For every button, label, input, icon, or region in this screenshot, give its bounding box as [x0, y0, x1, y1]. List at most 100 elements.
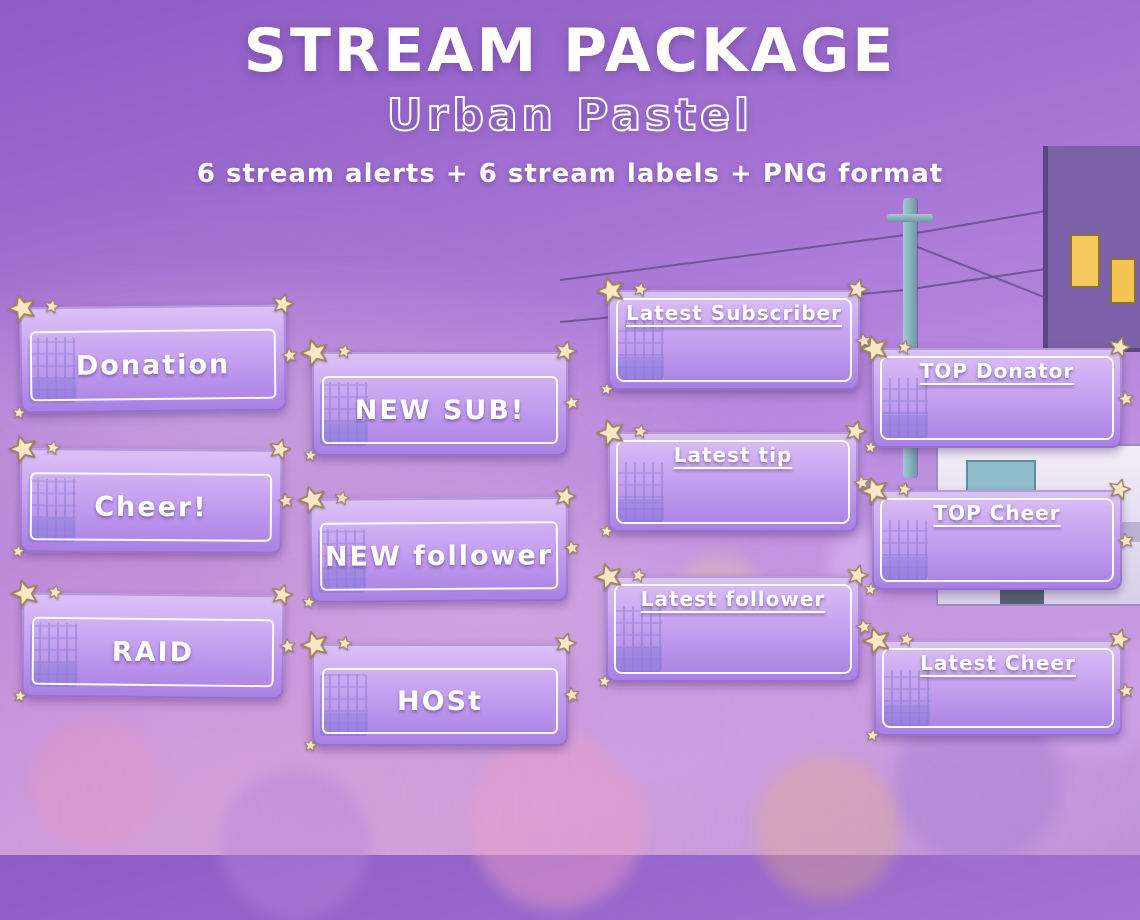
page-title: STREAM PACKAGE: [243, 16, 897, 86]
panel-label: Latest follower: [640, 587, 826, 611]
city-illustration: [614, 606, 662, 672]
city-illustration: [880, 520, 928, 580]
star-icon: [295, 333, 335, 373]
star-icon: [2, 288, 43, 329]
lit-window: [1110, 258, 1136, 304]
alert-panel-cheer: Cheer!: [8, 435, 294, 558]
star-icon: [264, 434, 295, 465]
star-icon: [276, 491, 297, 512]
star-icon: [894, 337, 914, 357]
star-icon: [332, 488, 352, 508]
panel-label: TOP Cheer: [933, 501, 1061, 525]
star-icon: [1104, 624, 1135, 655]
utility-pole-crossarm: [887, 214, 933, 222]
label-panel-latest-tip: Latest tip: [595, 419, 870, 538]
star-icon: [302, 737, 319, 754]
panel-inner-border: [880, 498, 1114, 582]
alert-panel-new-sub: NEW SUB!: [299, 339, 580, 462]
star-icon: [11, 688, 28, 705]
panel-inner-border: [322, 668, 558, 734]
star-icon: [562, 685, 583, 706]
label-panel-latest-cheer: Latest Cheer: [861, 627, 1134, 742]
star-icon: [334, 341, 354, 361]
bokeh-circle: [600, 675, 710, 785]
star-icon: [3, 429, 43, 469]
city-illustration: [616, 462, 664, 522]
lit-window: [1070, 234, 1100, 288]
label-panel-top-cheer: TOP Cheer: [859, 477, 1134, 596]
star-icon: [43, 438, 63, 458]
star-icon: [864, 727, 881, 744]
star-icon: [11, 405, 28, 422]
panel-inner-border: [616, 440, 850, 524]
star-icon: [550, 481, 580, 511]
star-icon: [894, 479, 914, 499]
star-icon: [268, 289, 298, 319]
city-illustration: [882, 670, 930, 726]
star-icon: [267, 579, 298, 610]
panel-label: Donation: [75, 348, 231, 382]
star-icon: [1116, 681, 1137, 702]
alert-panel-host: HOSt: [299, 631, 580, 752]
star-icon: [854, 331, 875, 352]
panel-inner-border: [614, 584, 852, 674]
star-icon: [295, 625, 335, 665]
star-icon: [628, 565, 648, 585]
star-icon: [334, 633, 354, 653]
star-icon: [300, 594, 317, 611]
panel-inner-border: [616, 298, 852, 382]
star-icon: [42, 297, 62, 317]
alert-panel-donation: Donation: [7, 293, 298, 419]
star-icon: [1104, 332, 1135, 363]
star-icon: [550, 628, 581, 659]
page-subtitle: Urban Pastel: [386, 89, 754, 142]
panel-inner-border: [322, 376, 558, 444]
star-icon: [630, 421, 650, 441]
star-icon: [855, 329, 895, 369]
panel-inner-border: [880, 356, 1114, 440]
star-icon: [852, 473, 873, 494]
panel-label: Latest Subscriber: [626, 301, 842, 325]
alert-panel-new-follower: NEW follower: [297, 485, 580, 609]
panel-label: NEW follower: [324, 539, 554, 573]
star-icon: [279, 345, 300, 366]
panel-label: NEW SUB!: [354, 394, 526, 426]
star-icon: [855, 471, 895, 511]
star-icon: [45, 582, 65, 602]
star-icon: [854, 617, 875, 638]
label-panel-top-donator: TOP Donator: [859, 335, 1134, 454]
building-top-right: [1043, 146, 1140, 352]
panel-label: Cheer!: [94, 491, 208, 523]
city-illustration: [880, 378, 928, 438]
star-icon: [842, 274, 873, 305]
star-icon: [302, 447, 319, 464]
star-icon: [278, 636, 299, 657]
star-icon: [598, 523, 615, 540]
star-icon: [842, 560, 873, 591]
city-illustration: [320, 382, 368, 446]
star-icon: [10, 543, 27, 560]
panel-label: HOSt: [397, 685, 483, 717]
star-icon: [840, 416, 871, 447]
city-illustration: [320, 674, 368, 736]
star-icon: [591, 413, 631, 453]
star-icon: [1116, 531, 1137, 552]
panel-label: TOP Donator: [919, 359, 1075, 383]
panel-layer: Donation Cheer! RAID NEW SUB! NE: [5, 271, 1134, 752]
star-icon: [630, 279, 650, 299]
star-icon: [596, 673, 613, 690]
star-icon: [1104, 474, 1135, 505]
city-illustration: [616, 320, 664, 380]
star-icon: [562, 538, 583, 559]
label-panel-latest-follower: Latest follower: [593, 563, 872, 688]
star-icon: [5, 574, 45, 614]
star-icon: [857, 621, 897, 661]
star-icon: [589, 557, 629, 597]
panel-label: Latest Cheer: [920, 651, 1076, 675]
panel-label: RAID: [111, 636, 195, 668]
star-icon: [862, 581, 879, 598]
star-icon: [896, 629, 916, 649]
header: STREAM PACKAGE Urban Pastel 6 stream ale…: [0, 0, 1140, 189]
star-icon: [591, 271, 631, 311]
star-icon: [598, 381, 615, 398]
